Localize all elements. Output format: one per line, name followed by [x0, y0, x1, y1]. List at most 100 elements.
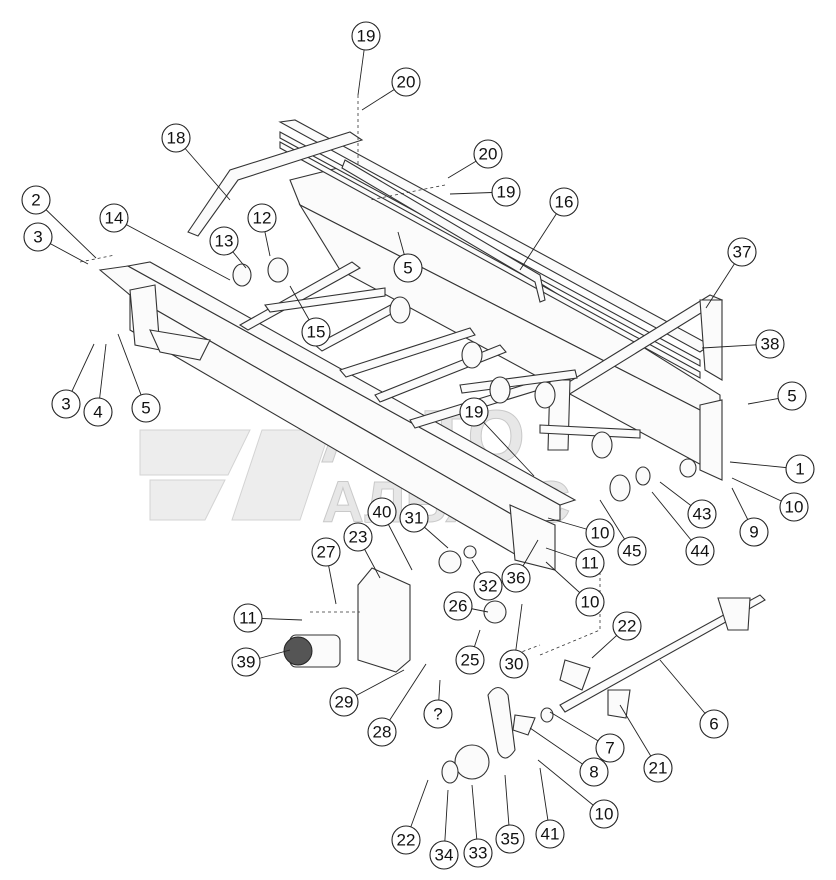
callout-23: 23: [343, 522, 381, 579]
callout-circle: [617, 536, 647, 566]
callout-35: 35: [495, 774, 525, 854]
callout-circle: [367, 717, 397, 747]
callout-40: 40: [367, 497, 413, 571]
callout-circle: [585, 518, 615, 548]
callout-8: 8: [529, 727, 609, 787]
callout-5: 5: [393, 231, 423, 283]
callout-circle: [755, 329, 785, 359]
callout-circle: [99, 203, 129, 233]
callout-number: 38: [761, 335, 780, 354]
callout-number: 22: [397, 831, 416, 850]
callout-number: 6: [709, 715, 718, 734]
callout-circle: [595, 733, 625, 763]
callout-number: 2: [31, 191, 40, 210]
callout-34: 34: [429, 789, 459, 870]
callout-circle: [83, 397, 113, 427]
callout-circle: [51, 389, 81, 419]
callout-circle: [643, 753, 673, 783]
callout-22: 22: [591, 611, 642, 659]
callout-?: ?: [423, 679, 453, 729]
callout-31: 31: [399, 503, 449, 549]
callout-number: 29: [335, 693, 354, 712]
callout-circle: [589, 799, 619, 829]
callout-circle: [575, 587, 605, 617]
callout-circle: [685, 536, 715, 566]
callout-circle: [495, 824, 525, 854]
callout-number: 32: [479, 577, 498, 596]
callout-circle: [777, 381, 807, 411]
callout-number: 8: [589, 763, 598, 782]
callout-19: 19: [351, 21, 381, 96]
callout-19: 19: [449, 177, 521, 207]
callout-circle: [393, 253, 423, 283]
callout-43: 43: [659, 481, 717, 529]
callout-10: 10: [547, 517, 615, 548]
callout-36: 36: [501, 539, 539, 593]
callout-circle: [443, 591, 473, 621]
callout-number: 19: [465, 403, 484, 422]
callout-circle: [23, 222, 53, 252]
callout-number: 25: [461, 651, 480, 670]
callout-circle: [463, 838, 493, 868]
callout-30: 30: [499, 603, 529, 679]
callout-circle: [499, 649, 529, 679]
callout-leader: [113, 217, 231, 281]
callout-10: 10: [537, 759, 619, 829]
callout-number: 14: [105, 209, 124, 228]
callout-7: 7: [549, 711, 625, 763]
callout-11: 11: [545, 547, 605, 578]
callout-number: 3: [61, 395, 70, 414]
callout-37: 37: [705, 237, 757, 309]
callout-12: 12: [247, 203, 277, 257]
callout-14: 14: [99, 203, 231, 281]
callout-28: 28: [367, 663, 427, 747]
callout-38: 38: [701, 329, 785, 359]
callout-number: 5: [403, 259, 412, 278]
callout-number: 5: [141, 399, 150, 418]
callout-number: 1: [795, 460, 804, 479]
callout-10: 10: [545, 561, 605, 617]
callout-number: 34: [435, 846, 454, 865]
callout-26: 26: [443, 591, 489, 621]
callout-number: 20: [397, 73, 416, 92]
callout-number: 11: [239, 609, 257, 628]
callout-2: 2: [21, 185, 97, 259]
callout-circle: [501, 563, 531, 593]
callout-number: 3: [33, 228, 42, 247]
callout-4: 4: [83, 343, 113, 427]
callout-11: 11: [233, 603, 303, 633]
callout-circle: [535, 819, 565, 849]
callout-number: 16: [555, 193, 574, 212]
callout-5: 5: [747, 381, 807, 411]
callout-circle: [549, 187, 579, 217]
callout-number: 30: [505, 655, 524, 674]
callout-number: 33: [469, 844, 488, 863]
callout-number: 41: [541, 825, 560, 844]
callout-1: 1: [729, 454, 815, 484]
callout-circle: [473, 571, 503, 601]
callout-circle: [739, 517, 769, 547]
callout-number: 10: [785, 498, 804, 517]
callout-18: 18: [161, 123, 231, 201]
callout-circle: [779, 492, 809, 522]
callout-22: 22: [391, 779, 429, 855]
callout-circle: [455, 645, 485, 675]
callout-circle: [391, 825, 421, 855]
callout-number: 37: [733, 243, 752, 262]
callout-circle: [459, 397, 489, 427]
callout-number: 10: [581, 593, 600, 612]
callout-circle: [21, 185, 51, 215]
callout-number: 7: [605, 739, 614, 758]
callout-number: 44: [691, 542, 710, 561]
callout-circle: [311, 537, 341, 567]
callout-circle: [491, 177, 521, 207]
callout-15: 15: [289, 285, 331, 347]
callout-number: 26: [449, 597, 468, 616]
callout-circle: [423, 699, 453, 729]
callout-circle: [785, 454, 815, 484]
callout-44: 44: [651, 491, 715, 566]
callout-number: 36: [507, 569, 526, 588]
callout-number: 9: [749, 523, 758, 542]
callout-29: 29: [329, 669, 405, 717]
